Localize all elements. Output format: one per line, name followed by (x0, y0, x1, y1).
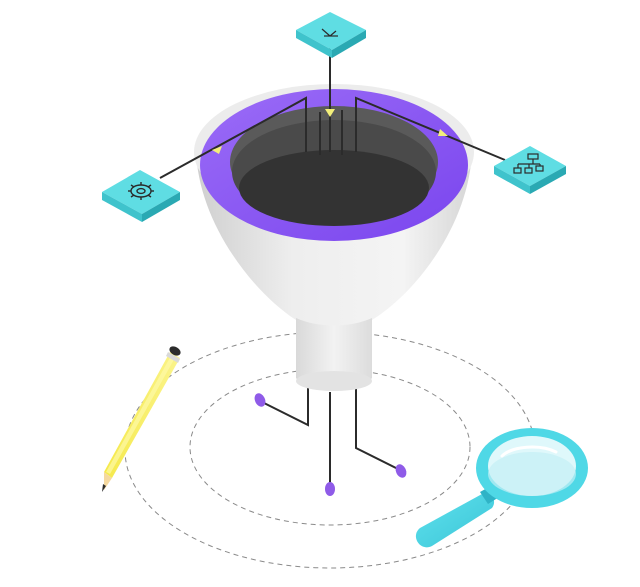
output-nodes (254, 393, 407, 496)
tile-left (102, 170, 180, 222)
funnel-inner-depth (239, 150, 429, 226)
sitemap-icon (513, 153, 544, 174)
funnel (194, 84, 474, 391)
diagram-nodes-icon (321, 28, 338, 37)
funnel-spout-bottom (296, 371, 372, 391)
output-node-center (325, 482, 335, 496)
tile-right (494, 146, 566, 194)
arrow-top (325, 109, 335, 117)
arrow-right (438, 129, 448, 136)
output-node-left (254, 393, 266, 407)
funnel-spout (296, 318, 372, 390)
magnifier-handle (415, 493, 495, 548)
input-arrows (212, 109, 448, 154)
tile-top (296, 12, 366, 58)
pencil-icon (102, 346, 181, 492)
input-lines (159, 48, 506, 179)
magnifying-glass-icon (415, 428, 588, 548)
gear-icon (128, 182, 154, 200)
arrow-left (212, 146, 222, 154)
output-lines (261, 386, 401, 488)
output-node-right (395, 464, 407, 478)
